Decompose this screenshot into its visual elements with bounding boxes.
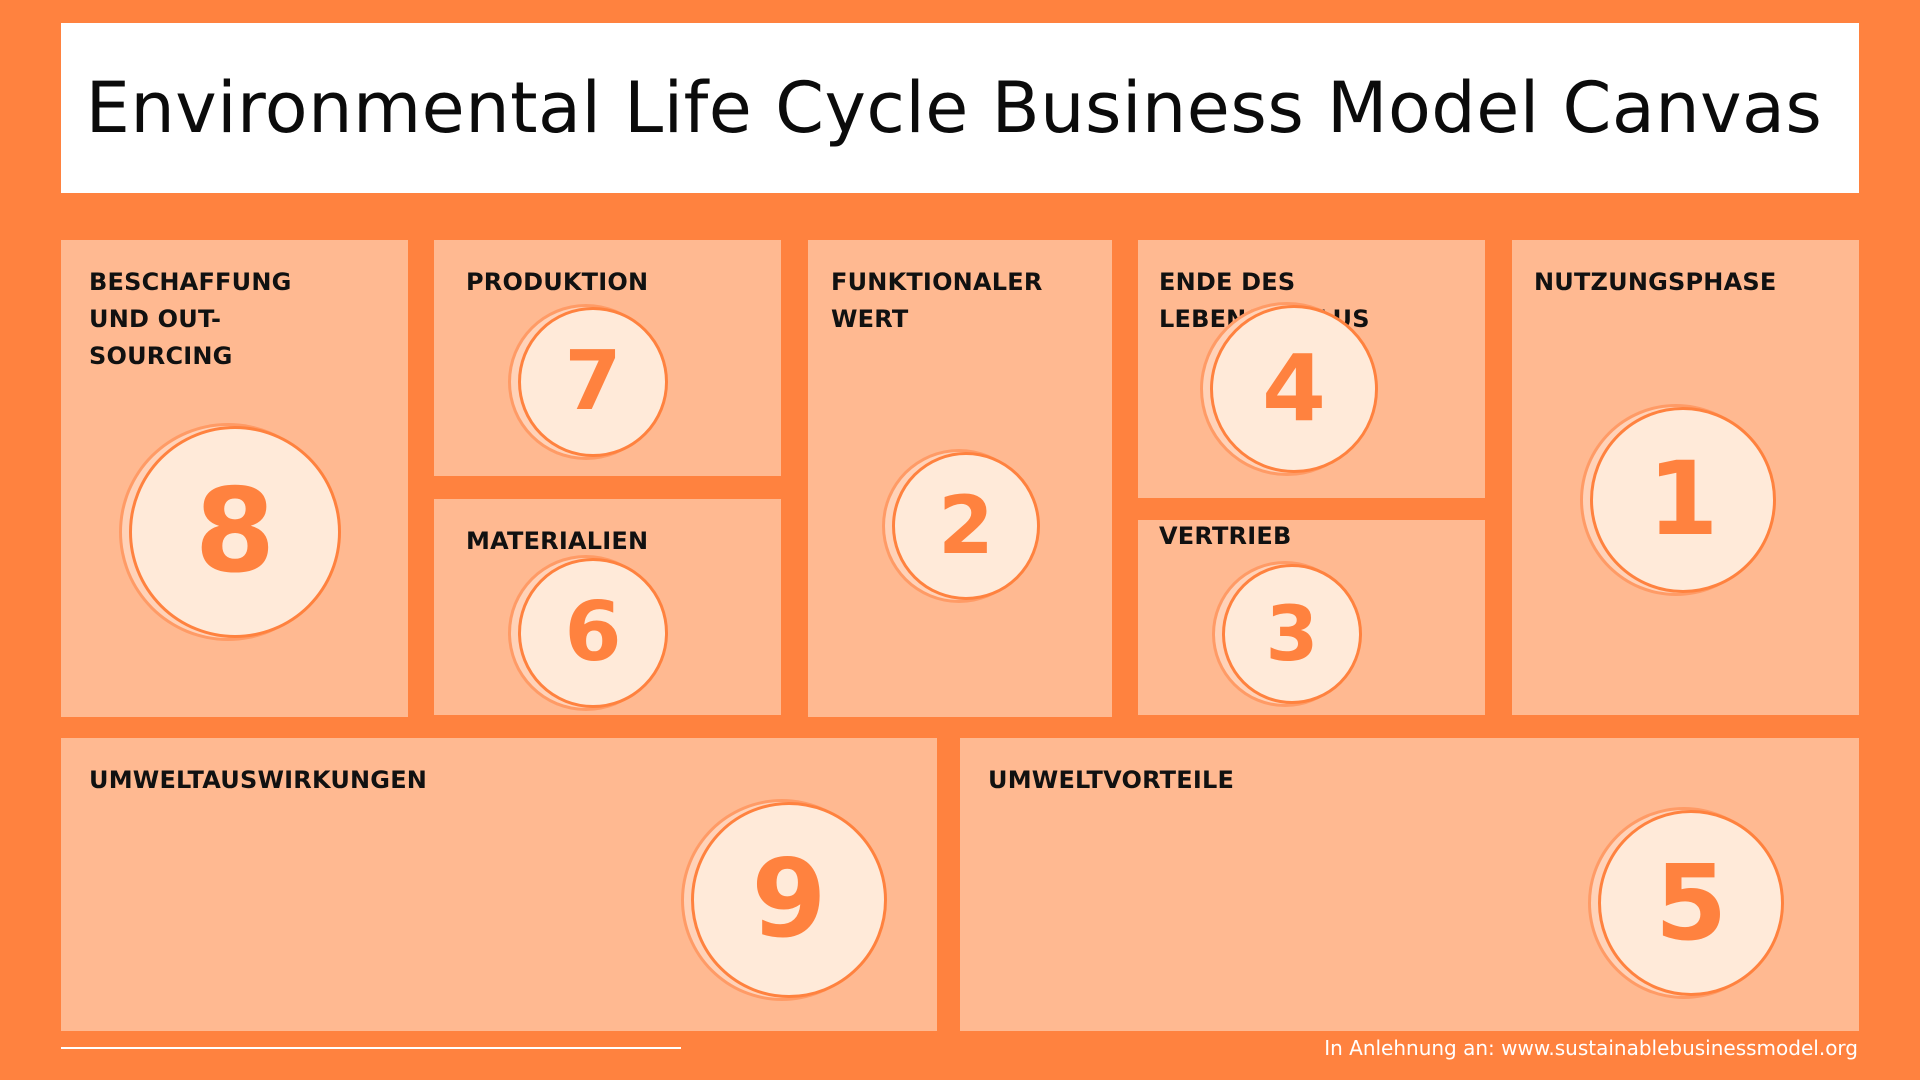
- number-umweltvorteile: 5: [1654, 842, 1728, 964]
- block-label-funktionaler-wert: FUNKTIONALER WERT: [831, 268, 1043, 333]
- footer-credit: In Anlehnung an: www.sustainablebusiness…: [1324, 1036, 1858, 1060]
- block-label-umweltvorteile: UMWELTVORTEILE: [988, 766, 1235, 794]
- block-ende-des-lebenszyklus: ENDE DES LEBENSZYKLUS 4: [1138, 240, 1485, 498]
- title-bar: Environmental Life Cycle Business Model …: [61, 23, 1859, 193]
- number-badge-produktion: 7: [518, 307, 668, 457]
- number-badge-ende-des-lebenszyklus: 4: [1210, 305, 1378, 473]
- number-nutzungsphase: 1: [1647, 440, 1719, 559]
- block-label-nutzungsphase: NUTZUNGSPHASE: [1534, 268, 1777, 296]
- number-produktion: 7: [564, 334, 622, 429]
- block-umweltauswirkungen: UMWELTAUSWIRKUNGEN 9: [61, 738, 937, 1031]
- number-beschaffung: 8: [194, 464, 276, 599]
- block-label-materialien: MATERIALIEN: [466, 527, 649, 555]
- block-label-beschaffung: BESCHAFFUNG UND OUT- SOURCING: [89, 268, 292, 370]
- number-funktionaler-wert: 2: [938, 479, 994, 572]
- number-badge-umweltauswirkungen: 9: [691, 802, 887, 998]
- number-umweltauswirkungen: 9: [751, 837, 827, 962]
- page-title: Environmental Life Cycle Business Model …: [85, 67, 1823, 149]
- block-beschaffung: BESCHAFFUNG UND OUT- SOURCING 8: [61, 240, 408, 717]
- number-badge-funktionaler-wert: 2: [892, 452, 1040, 600]
- block-produktion: PRODUKTION 7: [434, 240, 781, 476]
- number-badge-beschaffung: 8: [129, 426, 341, 638]
- block-label-produktion: PRODUKTION: [466, 268, 649, 296]
- block-label-umweltauswirkungen: UMWELTAUSWIRKUNGEN: [89, 766, 428, 794]
- number-badge-vertrieb: 3: [1222, 564, 1362, 704]
- block-materialien: MATERIALIEN 6: [434, 499, 781, 715]
- block-vertrieb: VERTRIEB 3: [1138, 520, 1485, 715]
- block-label-vertrieb: VERTRIEB: [1159, 522, 1292, 550]
- number-badge-nutzungsphase: 1: [1590, 407, 1776, 593]
- number-badge-umweltvorteile: 5: [1598, 810, 1784, 996]
- block-nutzungsphase: NUTZUNGSPHASE 1: [1512, 240, 1859, 715]
- number-vertrieb: 3: [1265, 589, 1319, 678]
- number-ende-des-lebenszyklus: 4: [1261, 335, 1326, 442]
- footer-divider: [61, 1047, 681, 1049]
- number-badge-materialien: 6: [518, 558, 668, 708]
- number-materialien: 6: [564, 585, 622, 680]
- block-funktionaler-wert: FUNKTIONALER WERT 2: [808, 240, 1112, 717]
- block-umweltvorteile: UMWELTVORTEILE 5: [960, 738, 1859, 1031]
